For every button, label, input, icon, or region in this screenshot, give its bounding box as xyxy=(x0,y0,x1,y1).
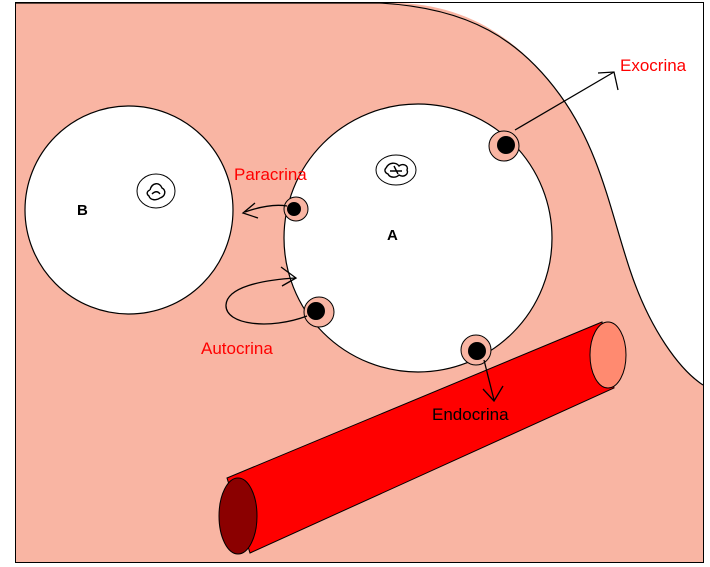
vesicle-endocrine-granule xyxy=(468,342,486,360)
exocrine-label: Exocrina xyxy=(620,56,687,75)
autocrine-label: Autocrina xyxy=(201,339,273,358)
cell-b: B xyxy=(25,106,233,314)
vesicle-endocrine xyxy=(461,335,491,365)
cell-a-label: A xyxy=(387,227,398,244)
paracrine-label: Paracrina xyxy=(234,165,307,184)
cell-b-membrane xyxy=(25,106,233,314)
endocrine-label: Endocrina xyxy=(432,405,509,424)
cell-b-label: B xyxy=(77,202,88,219)
vessel-end-right xyxy=(590,322,626,388)
vesicle-exocrine xyxy=(489,131,519,161)
vesicle-exocrine-granule xyxy=(497,136,515,154)
vesicle-autocrine-granule xyxy=(307,302,325,320)
vessel-end-left xyxy=(219,478,257,554)
vesicle-autocrine xyxy=(304,297,334,327)
vesicle-paracrine-granule xyxy=(287,202,301,216)
cell-b-nucleus xyxy=(137,174,175,208)
vesicle-paracrine xyxy=(284,197,308,221)
